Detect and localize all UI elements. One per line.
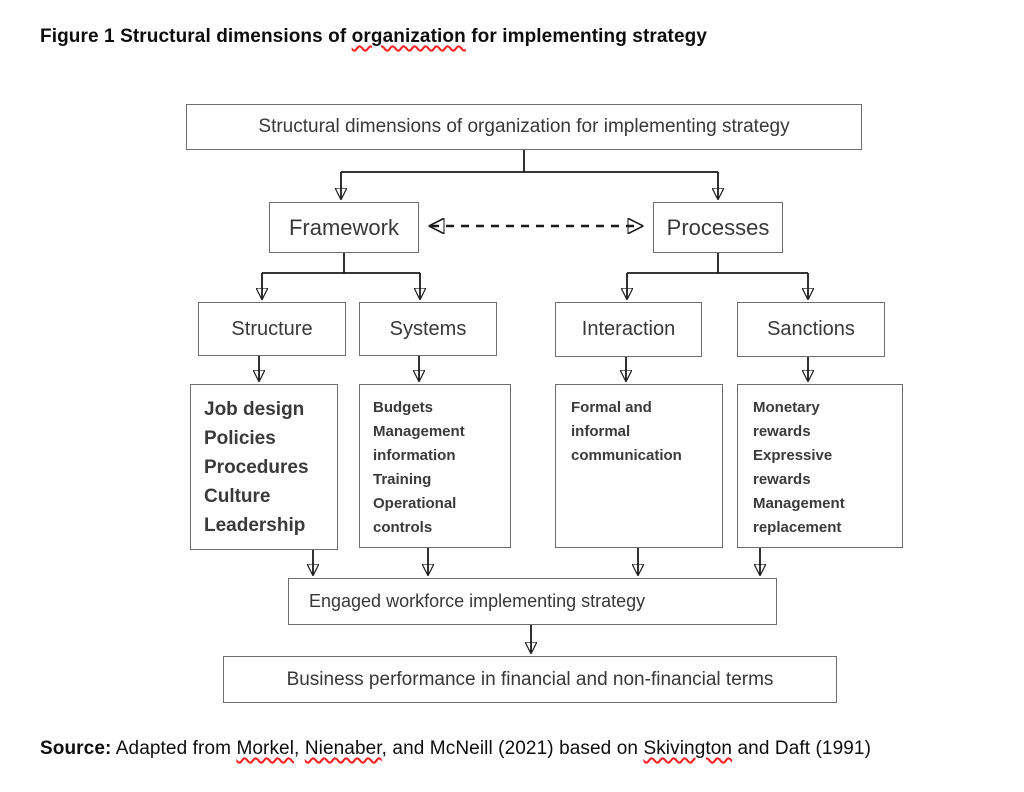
root-box-label: Structural dimensions of organization fo…: [258, 116, 790, 137]
interaction-label: Interaction: [581, 318, 676, 340]
detail-item: Policies: [204, 428, 276, 449]
detail-item: Operational controls: [373, 495, 457, 536]
engaged-workforce-label: Engaged workforce implementing strategy: [309, 591, 646, 611]
figure-caption-misspelled-word: organization: [351, 26, 466, 47]
processes-box: Processes: [653, 202, 783, 253]
source-segment: and Daft (1991): [732, 738, 872, 759]
source-line: Source: Adapted from Morkel, Nienaber, a…: [40, 738, 1015, 760]
detail-item: Management information: [373, 423, 465, 464]
systems-details-box: Budgets Management information Training …: [359, 384, 511, 548]
engaged-workforce-box: Engaged workforce implementing strategy: [288, 578, 777, 625]
framework-box: Framework: [269, 202, 419, 253]
structure-details-box: Job design Policies Procedures Culture L…: [190, 384, 338, 550]
detail-item: Training: [373, 471, 432, 488]
figure-caption-prefix: Figure 1 Structural dimensions of: [40, 26, 352, 47]
detail-item: Procedures: [204, 457, 309, 478]
root-box: Structural dimensions of organization fo…: [186, 104, 862, 150]
figure-caption-suffix: for implementing strategy: [465, 26, 708, 47]
detail-item: Culture: [204, 486, 271, 507]
systems-label: Systems: [389, 317, 467, 340]
business-performance-label: Business performance in financial and no…: [286, 668, 774, 690]
structure-label: Structure: [231, 317, 313, 340]
systems-box: Systems: [359, 302, 497, 356]
processes-label: Processes: [666, 214, 770, 240]
interaction-details-box: Formal and informal communication: [555, 384, 723, 548]
detail-item: Leadership: [204, 515, 306, 536]
detail-item: Management replacement: [753, 495, 845, 536]
source-segment: ,: [294, 738, 305, 759]
source-segment: Adapted from: [111, 738, 237, 759]
detail-item: Budgets: [373, 399, 433, 416]
source-label: Source:: [40, 738, 112, 759]
sanctions-box: Sanctions: [737, 302, 885, 357]
figure-caption: Figure 1 Structural dimensions of organi…: [40, 26, 1000, 48]
detail-item: Expressive rewards: [753, 447, 833, 488]
detail-item: Formal and informal communication: [571, 399, 682, 464]
source-segment-misspelled: Nienaber: [304, 738, 382, 759]
source-segment-misspelled: Morkel: [236, 738, 295, 759]
business-performance-box: Business performance in financial and no…: [223, 656, 837, 703]
interaction-box: Interaction: [555, 302, 702, 357]
source-segment: , and McNeill (2021) based on: [381, 738, 644, 759]
sanctions-details-box: Monetary rewards Expressive rewards Mana…: [737, 384, 903, 548]
detail-item: Job design: [204, 399, 305, 420]
framework-label: Framework: [288, 214, 399, 240]
source-segment-misspelled: Skivington: [643, 738, 733, 759]
structure-box: Structure: [198, 302, 346, 356]
detail-item: Monetary rewards: [753, 399, 820, 440]
sanctions-label: Sanctions: [767, 318, 855, 340]
